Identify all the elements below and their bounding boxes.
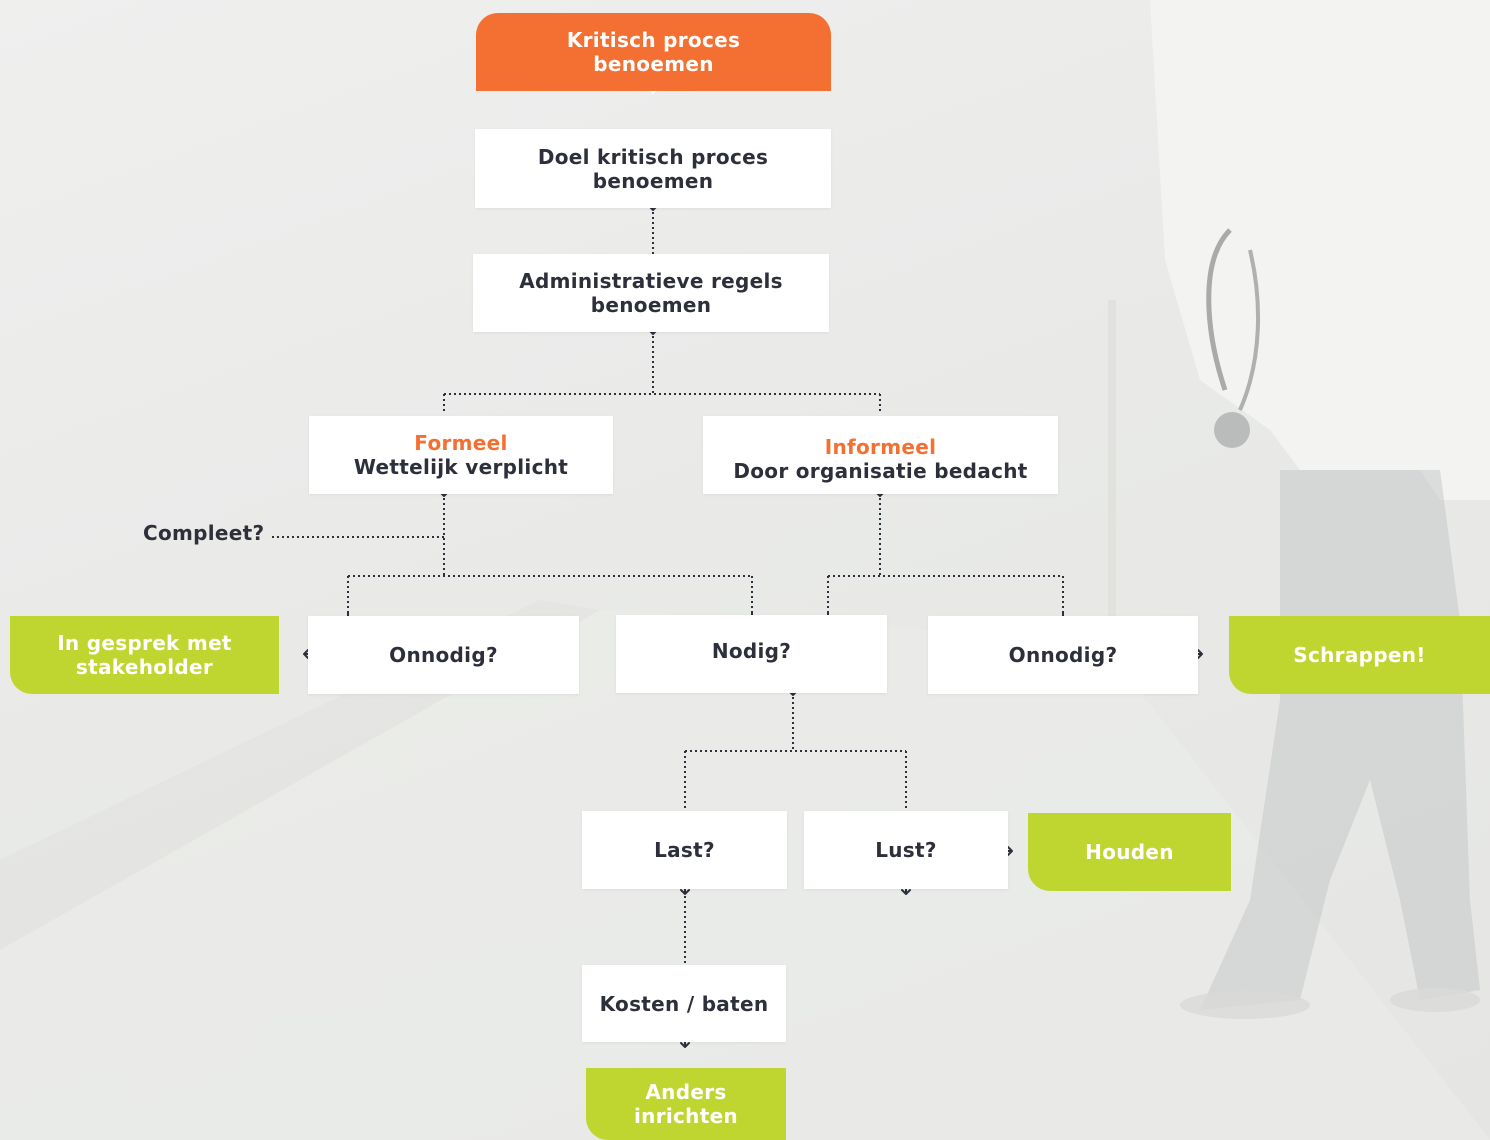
node-label: Houden xyxy=(1085,840,1174,864)
node-formeel: Formeel Wettelijk verplicht xyxy=(309,416,613,494)
node-onnodig-left: Onnodig? xyxy=(308,616,579,694)
node-onnodig-right: Onnodig? xyxy=(928,616,1198,694)
node-subtitle: Door organisatie bedacht xyxy=(733,459,1028,483)
node-kritisch-proces: Kritisch proces benoemen xyxy=(476,13,831,91)
node-label: Doel kritisch proces benoemen xyxy=(537,144,769,193)
compleet-label: Compleet? xyxy=(143,521,265,545)
node-label: In gesprek met stakeholder xyxy=(57,631,232,679)
node-informeel: Informeel Door organisatie bedacht xyxy=(703,416,1058,494)
node-label: Anders inrichten xyxy=(634,1080,738,1128)
node-subtitle: Wettelijk verplicht xyxy=(353,455,569,479)
node-label: Lust? xyxy=(875,838,937,862)
node-last: Last? xyxy=(582,811,787,889)
node-houden: Houden xyxy=(1028,813,1231,891)
node-title: Informeel xyxy=(824,435,937,459)
node-label: Onnodig? xyxy=(1008,643,1118,667)
node-label: Kritisch proces benoemen xyxy=(566,28,741,76)
node-label: Onnodig? xyxy=(389,643,498,667)
node-schrappen: Schrappen! xyxy=(1229,616,1490,694)
node-label: Kosten / baten xyxy=(599,991,769,1016)
node-kosten-baten: Kosten / baten xyxy=(582,965,786,1042)
node-label: Schrappen! xyxy=(1293,643,1426,667)
node-label: Last? xyxy=(654,838,715,862)
node-label: Administratieve regels benoemen xyxy=(519,269,783,317)
node-lust: Lust? xyxy=(804,811,1008,889)
node-doel-kritisch-proces: Doel kritisch proces benoemen xyxy=(475,129,831,208)
node-nodig: Nodig? xyxy=(616,615,887,693)
node-title: Formeel xyxy=(414,431,508,455)
node-label: Nodig? xyxy=(711,639,792,663)
node-in-gesprek-met-stakeholder: In gesprek met stakeholder xyxy=(10,616,279,694)
node-anders-inrichten: Anders inrichten xyxy=(586,1068,786,1140)
node-administratieve-regels: Administratieve regels benoemen xyxy=(473,254,829,332)
